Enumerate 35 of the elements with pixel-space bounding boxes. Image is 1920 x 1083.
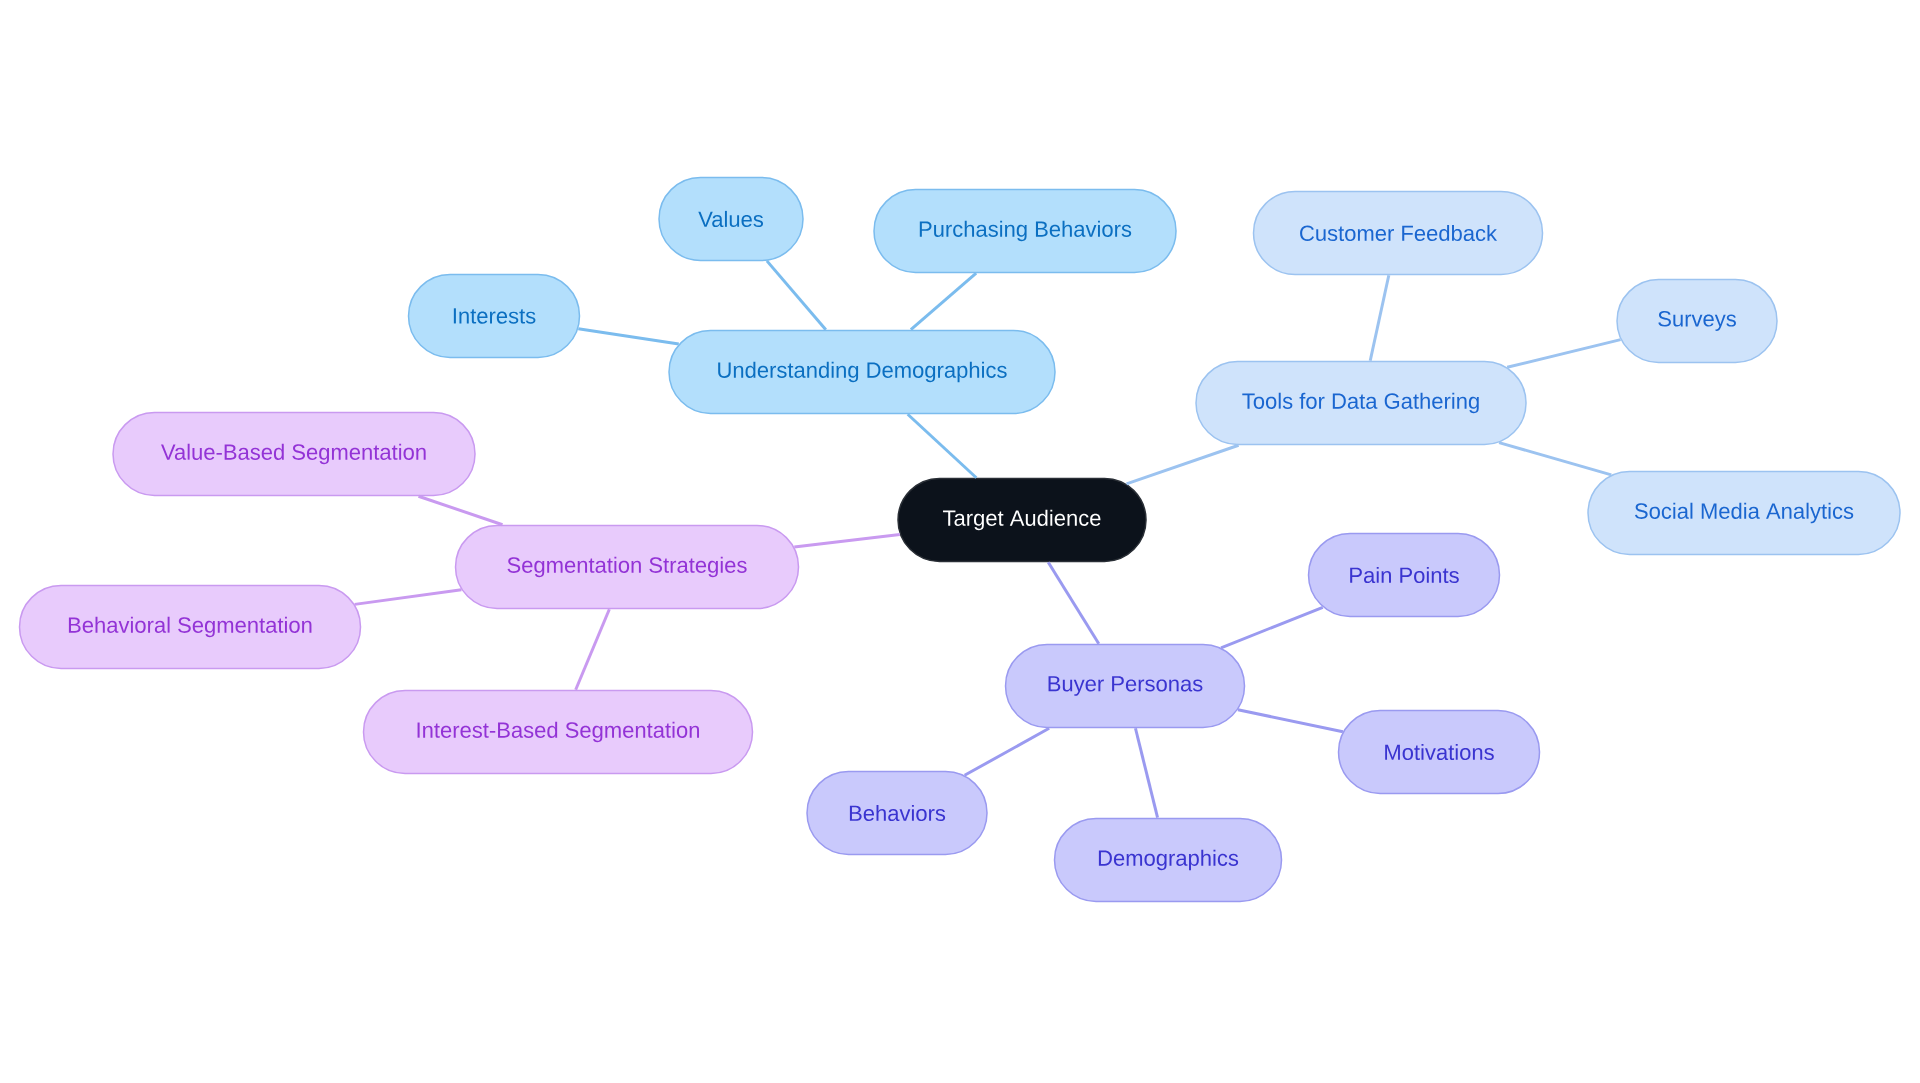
connector-line [1506, 338, 1621, 369]
subtopic-node: Behaviors [806, 770, 988, 856]
connector-line [906, 413, 978, 479]
subtopic-node: Demographics [1053, 817, 1283, 903]
subtopic-node: Purchasing Behaviors [873, 188, 1177, 274]
branch-topic-node: Tools for Data Gathering [1195, 360, 1527, 446]
connector-line [1368, 274, 1391, 362]
branch-topic-node: Segmentation Strategies [454, 524, 800, 610]
subtopic-node: Customer Feedback [1252, 190, 1544, 276]
connector-line [418, 494, 503, 527]
connector-line [1134, 727, 1160, 819]
branch-topic-node: Understanding Demographics [668, 329, 1056, 415]
connector-line [1237, 708, 1344, 734]
connector-line [354, 588, 462, 606]
subtopic-node: Interests [407, 273, 581, 359]
connector-line [963, 726, 1050, 777]
branch-topic-node: Buyer Personas [1004, 643, 1246, 729]
subtopic-node: Value-Based Segmentation [112, 411, 476, 497]
subtopic-node: Social Media Analytics [1587, 470, 1901, 556]
connector-line [909, 272, 978, 331]
subtopic-node: Values [658, 176, 804, 262]
subtopic-node: Pain Points [1307, 532, 1501, 618]
connector-line [765, 259, 827, 331]
connector-line [794, 533, 900, 549]
connector-line [1126, 443, 1240, 486]
connector-line [578, 327, 679, 346]
subtopic-node: Surveys [1616, 278, 1778, 364]
subtopic-node: Interest-Based Segmentation [362, 689, 754, 775]
subtopic-node: Motivations [1337, 709, 1541, 795]
connector-line [1220, 605, 1324, 650]
connector-line [1498, 441, 1612, 477]
connector-line [574, 608, 611, 691]
subtopic-node: Behavioral Segmentation [18, 584, 362, 670]
connector-line [1046, 561, 1101, 645]
central-topic-node: Target Audience [897, 477, 1147, 563]
